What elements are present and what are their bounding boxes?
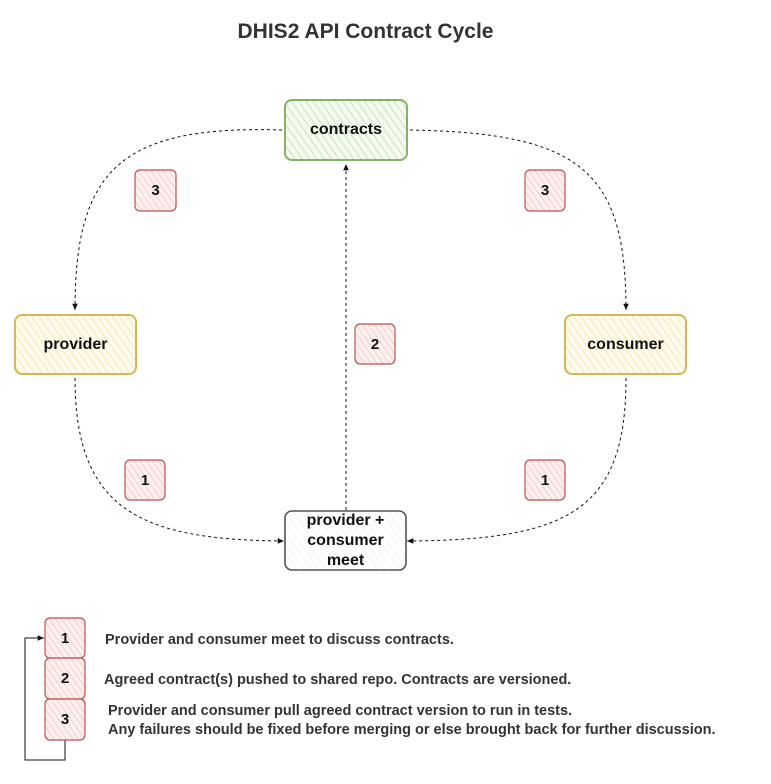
legend-text-1: Provider and consumer meet to discuss co… [105, 632, 454, 648]
edge-provider-to-meet [74, 377, 285, 544]
legend-badge-box-3 [44, 698, 86, 741]
badge-box-meet-to-contracts [354, 323, 396, 365]
legend-badge-3: 3 [60, 711, 70, 728]
edge-consumer-to-meet [406, 377, 627, 544]
badge-contracts-to-provider: 3 [151, 182, 160, 199]
legend-badge-1: 1 [60, 629, 70, 647]
badge-box-consumer-to-meet [524, 459, 566, 501]
badge-box-contracts-to-provider [134, 169, 177, 212]
badge-provider-to-meet: 1 [140, 471, 150, 489]
contracts-node-box [284, 99, 408, 161]
badge-meet-to-contracts: 2 [370, 335, 380, 353]
legend-text-2: Agreed contract(s) pushed to shared repo… [104, 672, 572, 688]
legend-text-3-line-1: Provider and consumer pull agreed contra… [108, 703, 573, 719]
contracts-node-label: contracts [309, 121, 383, 138]
edge-contracts-to-provider [72, 129, 283, 311]
edge-contracts-to-consumer [409, 129, 629, 311]
badge-contracts-to-consumer: 3 [540, 182, 550, 199]
legend-text-3-line-2: Any failures should be fixed before merg… [108, 722, 716, 738]
consumer-node-label: consumer [587, 335, 664, 353]
provider-node-label: provider [43, 335, 108, 353]
diagram-title: DHIS2 API Contract Cycle [237, 20, 494, 43]
meet-node-label: provider + consumer meet [306, 511, 385, 569]
badge-box-contracts-to-consumer [524, 169, 566, 212]
badge-consumer-to-meet: 1 [540, 471, 550, 489]
meet-node-box [284, 510, 407, 571]
legend-loop-connector [24, 635, 66, 761]
legend-badge-2: 2 [60, 670, 70, 687]
badge-box-provider-to-meet [124, 459, 166, 501]
provider-node-box [14, 314, 137, 375]
consumer-node-box [564, 314, 687, 375]
